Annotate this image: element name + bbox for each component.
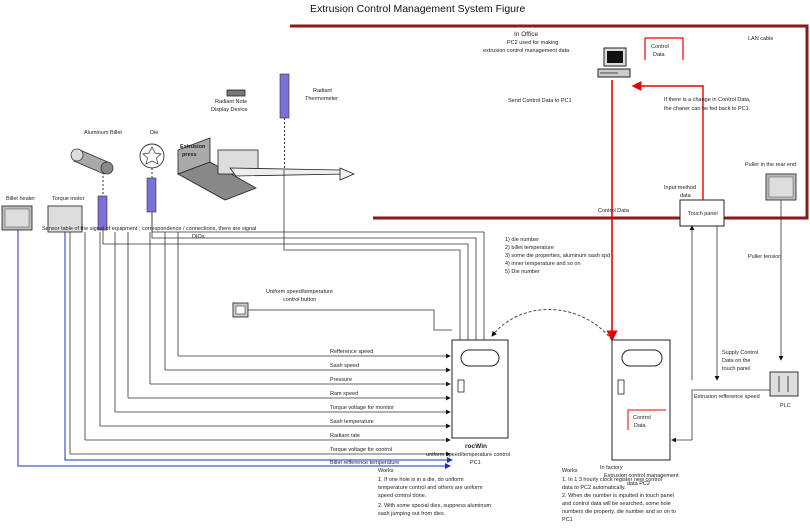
svg-text:control button: control button	[283, 297, 316, 303]
billet-icon	[70, 148, 114, 175]
svg-text:Data: Data	[634, 423, 647, 429]
svg-text:1. In 1 3 hourly clock registe: 1. In 1 3 hourly clock register new cont…	[562, 477, 662, 483]
torque-motor-label: Torque motor	[52, 196, 85, 202]
die-label: Die	[150, 130, 158, 136]
svg-text:Data: Data	[653, 52, 666, 58]
die-icon	[139, 143, 165, 169]
signal-row-label: Refference speed	[330, 349, 373, 355]
svg-text:Works: Works	[562, 468, 578, 474]
svg-text:and control data will be searc: and control data will be searched, some …	[562, 501, 671, 507]
billet-label: Aluminum Billet	[84, 130, 122, 136]
signal-row-label: Radiant rate	[330, 433, 360, 439]
billet-heater-label: Billet heater	[6, 196, 35, 202]
torque-control-line	[64, 232, 453, 463]
svg-text:numbers die property, die numb: numbers die property, die number and so …	[562, 509, 676, 515]
svg-text:In Office: In Office	[514, 31, 538, 38]
signal-row-label: Pressure	[330, 377, 352, 383]
svg-text:speed control done.: speed control done.	[378, 493, 427, 499]
plc-label: PLC	[780, 403, 791, 409]
svg-text:2) billet temperature: 2) billet temperature	[505, 245, 554, 251]
sensor-unit-icon	[97, 168, 157, 231]
lan-cable-label: LAN cable	[748, 36, 773, 42]
svg-text:PC1: PC1	[562, 517, 573, 523]
die-info-arrow	[491, 309, 613, 341]
signal-row-label: Billet refference temperature	[330, 460, 399, 466]
svg-text:sash jumping out from dies.: sash jumping out from dies.	[378, 511, 446, 517]
svg-text:4) inner temperature and so on: 4) inner temperature and so on	[505, 261, 581, 267]
svg-text:1) die number: 1) die number	[505, 237, 539, 243]
puller-icon	[765, 173, 797, 201]
signal-row-label: Torque voltage for control	[330, 447, 392, 453]
svg-text:the chaner can be fed back to: the chaner can be fed back to PC1.	[664, 106, 751, 112]
svg-text:press: press	[182, 152, 197, 158]
svg-text:Display Device: Display Device	[211, 107, 247, 113]
factory-control-label: Control	[633, 415, 651, 421]
svg-text:data to PC2 automatically.: data to PC2 automatically.	[562, 485, 626, 491]
factory-heading: In factory	[600, 465, 623, 471]
send-label: Send Control Data to PC1	[508, 98, 572, 104]
radiant-thermometer-label: Radiant	[313, 88, 332, 94]
svg-text:Data on the: Data on the	[722, 358, 750, 364]
touch-panel-icon	[679, 199, 725, 227]
uniform-button-label: Uniform speed/temperature	[266, 289, 333, 295]
sensor-note: Sensor table of the signal of equipment …	[42, 226, 256, 232]
control-data-mid-label: Control Data	[598, 208, 630, 214]
feedback-arrow	[631, 81, 704, 178]
radiant-note-label: Radiant Note	[215, 99, 247, 105]
svg-text:extrusion control management d: extrusion control management data	[483, 48, 570, 54]
pc1-name: rocWin	[465, 443, 487, 450]
svg-text:Thermometer: Thermometer	[305, 96, 338, 102]
computer-icon	[597, 47, 631, 78]
billet-heater-icon	[1, 205, 33, 231]
svg-text:temperature control and others: temperature control and others are unifo…	[378, 485, 483, 491]
uniform-control-button-icon	[232, 302, 264, 318]
svg-text:Works: Works	[378, 468, 394, 474]
touch-panel-label: Touch panel	[688, 211, 718, 217]
pc2-factory-cabinet	[611, 339, 671, 461]
pc1-subtitle: uniform speed/temperature control	[426, 452, 510, 458]
input-label: Input method	[664, 185, 696, 191]
radiant-thermometer-icon	[279, 73, 290, 170]
diagram-title: Extrusion Control Management System Figu…	[310, 3, 526, 15]
svg-text:5) Die number: 5) Die number	[505, 269, 540, 275]
signal-row-labels: Refference speed Sash speed Pressure Ram…	[330, 349, 399, 466]
svg-text:2. When die number is inputted: 2. When die number is inputted in touch …	[562, 493, 674, 499]
svg-text:1. If one hole is in a die, do: 1. If one hole is in a die, do uniform	[378, 477, 464, 483]
office-control-label: Control	[651, 44, 669, 50]
plc-icon	[769, 371, 799, 397]
svg-text:3) some die properties, alumin: 3) some die properties, aluminum sash sp…	[505, 253, 610, 259]
billet-temp-line	[17, 230, 451, 469]
torque-motor-icon	[47, 205, 83, 233]
office-control-data-box	[645, 37, 684, 60]
svg-text:touch panel: touch panel	[722, 366, 750, 372]
extrusion-ref-label: Extrusion refference speed	[694, 394, 760, 400]
signal-row-label: Sash speed	[330, 363, 359, 369]
signal-bus	[69, 170, 485, 457]
dio-label: DIOs	[192, 234, 205, 240]
svg-text:data PC2: data PC2	[627, 481, 650, 487]
svg-text:data: data	[680, 193, 692, 199]
radiant-display-icon	[226, 89, 246, 97]
puller-label: Puller in the rear end	[745, 162, 796, 168]
pc1-cabinet	[451, 339, 509, 439]
pc1-works-note: Works 1. If one hole is in a die, do uni…	[378, 468, 492, 517]
svg-text:PC1: PC1	[470, 460, 481, 466]
signal-row-label: Sash temperature	[330, 419, 374, 425]
puller-tension-label: Puller tension	[748, 254, 781, 260]
signal-row-label: Torque voltage for monitor	[330, 405, 394, 411]
extrusion-press-icon	[177, 137, 356, 201]
die-info-note: 1) die number 2) billet temperature 3) s…	[505, 237, 610, 275]
factory-works-note: Works 1. In 1 3 hourly clock register ne…	[562, 468, 676, 523]
feedback-note: If there is a change in Control Data,	[664, 97, 751, 103]
factory-lines: Extrusion control management	[604, 473, 679, 479]
svg-text:2. With some special dies, sup: 2. With some special dies, suppress alum…	[378, 503, 492, 509]
office-boundary	[290, 24, 809, 220]
office-label: In Office PC2 used for making extrusion …	[483, 31, 570, 54]
svg-text:PC2 used for making: PC2 used for making	[507, 40, 558, 46]
signal-row-label: Ram speed	[330, 391, 358, 397]
supply-label: Supply Control	[722, 350, 758, 356]
extrusion-press-label: Extrusion	[180, 144, 206, 150]
